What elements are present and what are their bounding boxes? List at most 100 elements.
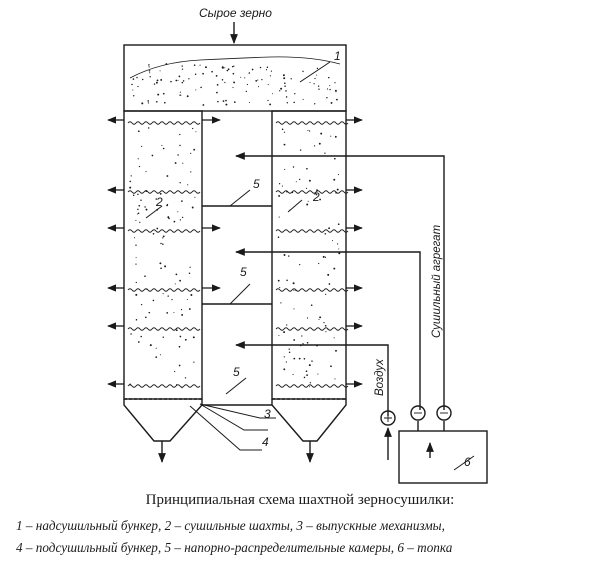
grain-texture-left [193,148,196,151]
grain-texture-right [295,181,297,183]
hot-air-duct-3 [235,341,389,416]
grain-texture-top [179,91,181,93]
grain-texture-left [176,384,178,385]
grain-texture-top [232,72,235,75]
grain-texture-top [317,85,320,87]
grain-texture-right [310,304,313,306]
furnace [398,430,488,484]
grain-texture-left [173,312,175,314]
grain-texture-top [153,83,156,85]
grain-texture-top [326,88,329,90]
grain-texture-right [283,356,285,358]
grain-texture-left [159,192,162,195]
grain-texture-top [284,82,286,84]
grain-texture-right [333,337,335,339]
left-lower-bunker [123,399,203,442]
grain-texture-top [257,79,259,81]
grain-texture-left [162,237,164,239]
grain-texture-right [324,152,326,154]
grain-texture-top [182,80,185,82]
grain-texture-left [145,190,148,192]
grain-texture-right [333,267,336,270]
grain-texture-left [161,144,163,146]
right-shaft [271,110,347,400]
grain-texture-left [195,131,197,133]
grain-texture-top [136,76,138,79]
grain-texture-top [294,93,296,95]
grain-texture-left [168,217,170,220]
grain-texture-top [227,68,230,71]
grain-texture-left [181,216,184,219]
grain-texture-left [175,273,178,276]
grain-texture-top [165,63,168,66]
grain-texture-right [279,287,281,289]
grain-texture-right [327,328,329,330]
grain-texture-top [244,77,246,79]
grain-texture-top [240,76,242,78]
grain-texture-right [288,255,290,257]
grain-texture-right [338,248,340,250]
grain-texture-left [135,319,138,321]
grain-texture-left [190,152,192,154]
grain-texture-top [221,79,224,81]
grain-texture-left [145,208,148,211]
leader-4 [189,405,262,451]
grain-texture-top [246,83,248,86]
grain-texture-left [190,294,193,296]
grain-texture-left [137,341,140,343]
grain-texture-right [293,289,295,291]
grain-texture-left [184,377,187,379]
grain-texture-right [299,178,301,181]
grain-texture-left [187,184,189,186]
grain-texture-top [328,76,330,79]
grain-texture-right [299,263,301,266]
grain-texture-top [334,82,336,84]
inlet-label: Сырое зерно [199,6,272,20]
grain-texture-left [181,313,184,316]
grain-texture-right [286,324,288,326]
grain-texture-right [277,279,280,282]
grain-texture-right [324,324,327,327]
grain-texture-top [302,98,304,100]
grain-texture-right [302,343,304,345]
grain-texture-top [251,68,254,71]
grain-texture-right [324,233,327,235]
grain-texture-left [192,336,195,339]
grain-texture-top [226,69,229,72]
grain-texture-left [181,387,183,389]
grain-layer-left-5 [127,327,201,331]
grain-texture-right [335,349,337,352]
grain-texture-top [193,64,196,66]
grain-texture-top [157,93,160,96]
grain-texture-left [133,237,136,239]
grain-texture-top [195,89,197,91]
grain-texture-left [191,206,194,209]
grain-texture-right [288,351,291,353]
callout-2-left: 2 [155,195,163,209]
grain-texture-right [303,376,306,379]
grain-texture-left [178,364,181,367]
grain-texture-top [279,90,281,92]
grain-texture-top [248,72,251,74]
grain-texture-left [179,279,181,282]
grain-texture-right [280,302,282,304]
grain-texture-right [292,166,295,168]
grain-texture-left [151,154,154,157]
grain-texture-top [224,67,226,69]
grain-texture-left [136,213,138,215]
grain-texture-top [155,81,158,84]
grain-texture-right [336,188,339,191]
grain-texture-right [320,132,323,135]
grain-texture-right [307,200,309,202]
grain-texture-top [314,77,316,80]
grain-texture-right [333,157,336,160]
grain-texture-right [325,331,327,333]
grain-texture-left [135,257,137,259]
grain-texture-right [315,193,318,196]
grain-texture-top [302,70,304,73]
grain-texture-right [286,190,288,193]
callout-5-low: 5 [233,365,240,379]
grain-texture-top [131,83,133,86]
grain-texture-left [129,383,132,386]
grain-texture-right [311,360,313,362]
